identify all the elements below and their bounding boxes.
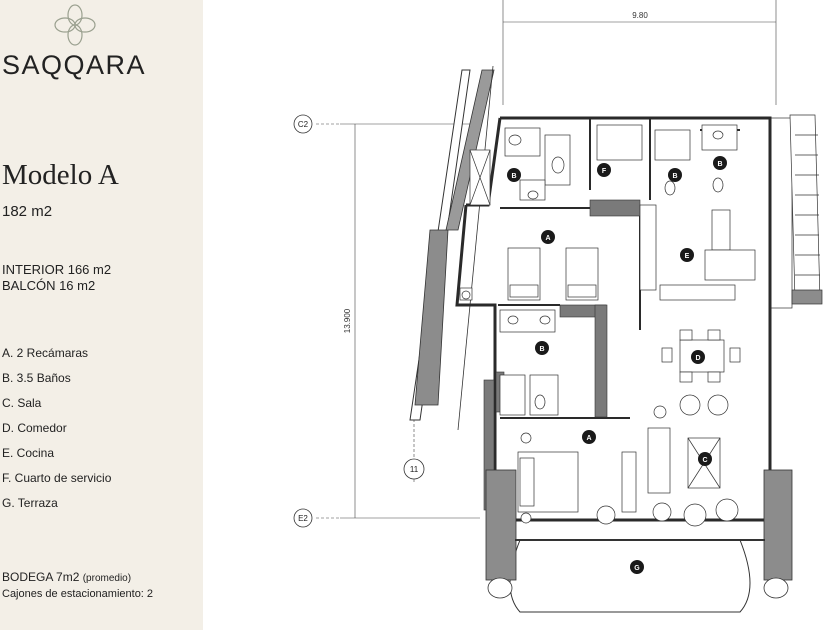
svg-text:F: F xyxy=(602,168,607,175)
svg-text:B: B xyxy=(511,173,516,180)
svg-text:C2: C2 xyxy=(298,120,309,129)
svg-text:B: B xyxy=(672,173,677,180)
room-marker-b-2: B xyxy=(668,168,682,182)
legend-item: A. 2 Recámaras xyxy=(2,346,89,360)
svg-text:B: B xyxy=(539,346,544,353)
room-markers: A A B B B B C D E F G xyxy=(507,156,727,574)
total-area: 182 m2 xyxy=(2,203,53,220)
parking-info: Cajones de estacionamiento: 2 xyxy=(2,588,154,600)
legend-item: E. Cocina xyxy=(2,446,55,460)
bedroom-a-south-furniture xyxy=(517,432,637,525)
bathroom-b-middle xyxy=(499,309,559,416)
grid-marker-c2: C2 xyxy=(293,114,313,134)
interior-area: INTERIOR 166 m2 xyxy=(2,262,112,277)
storage-note: (promedio) xyxy=(82,573,132,584)
balcony-area: BALCÓN 16 m2 xyxy=(2,278,96,293)
svg-text:E: E xyxy=(685,253,690,260)
grid-marker-11: 11 xyxy=(403,458,425,480)
kitchen-counters xyxy=(639,204,756,301)
room-marker-g: G xyxy=(630,560,644,574)
east-stair xyxy=(769,114,823,309)
legend-item: C. Sala xyxy=(2,396,42,410)
living-furniture xyxy=(647,394,739,527)
bathroom-fixtures xyxy=(469,124,738,206)
legend-item: B. 3.5 Baños xyxy=(2,371,71,385)
grid-marker-e2: E2 xyxy=(293,508,313,528)
room-marker-e: E xyxy=(680,248,694,262)
partition-hatch xyxy=(483,199,641,511)
svg-text:A: A xyxy=(545,235,550,242)
storage-info: BODEGA 7m2 (promedio) xyxy=(2,570,131,584)
room-marker-b-4: B xyxy=(535,341,549,355)
dimension-height: 13.900 xyxy=(343,308,352,333)
floor-plan: 9.80 13.900 C2 E2 11 xyxy=(293,0,823,613)
dimension-width: 9.80 xyxy=(632,11,648,20)
svg-text:C: C xyxy=(702,457,707,464)
storage-label: BODEGA 7m2 xyxy=(2,570,80,584)
dining-table xyxy=(661,329,741,383)
room-marker-b-3: B xyxy=(713,156,727,170)
room-marker-b-1: B xyxy=(507,168,521,182)
area-breakdown: INTERIOR 166 m2 BALCÓN 16 m2 xyxy=(2,262,111,294)
model-title: Modelo A xyxy=(2,159,119,191)
room-legend: A. 2 Recámaras B. 3.5 Baños C. Sala D. C… xyxy=(2,345,111,520)
legend-item: F. Cuarto de servicio xyxy=(2,471,112,485)
room-marker-c: C xyxy=(698,452,712,466)
west-planter xyxy=(409,65,495,431)
bedroom-a-north-furniture xyxy=(459,247,599,301)
info-panel: SAQQARA Modelo A 182 m2 INTERIOR 166 m2 … xyxy=(0,0,203,630)
legend-item: D. Comedor xyxy=(2,421,67,435)
svg-text:E2: E2 xyxy=(298,514,308,523)
room-marker-d: D xyxy=(691,350,705,364)
svg-text:G: G xyxy=(634,565,640,572)
svg-text:A: A xyxy=(586,435,591,442)
svg-text:D: D xyxy=(695,355,700,362)
svg-text:11: 11 xyxy=(410,465,419,474)
svg-text:B: B xyxy=(717,161,722,168)
terrace xyxy=(485,469,793,613)
brand-name: SAQQARA xyxy=(2,50,147,80)
saqqara-logo-icon xyxy=(54,4,96,46)
room-marker-a-north: A xyxy=(541,230,555,244)
room-marker-a-south: A xyxy=(582,430,596,444)
legend-item: G. Terraza xyxy=(2,496,58,510)
room-marker-f: F xyxy=(597,163,611,177)
